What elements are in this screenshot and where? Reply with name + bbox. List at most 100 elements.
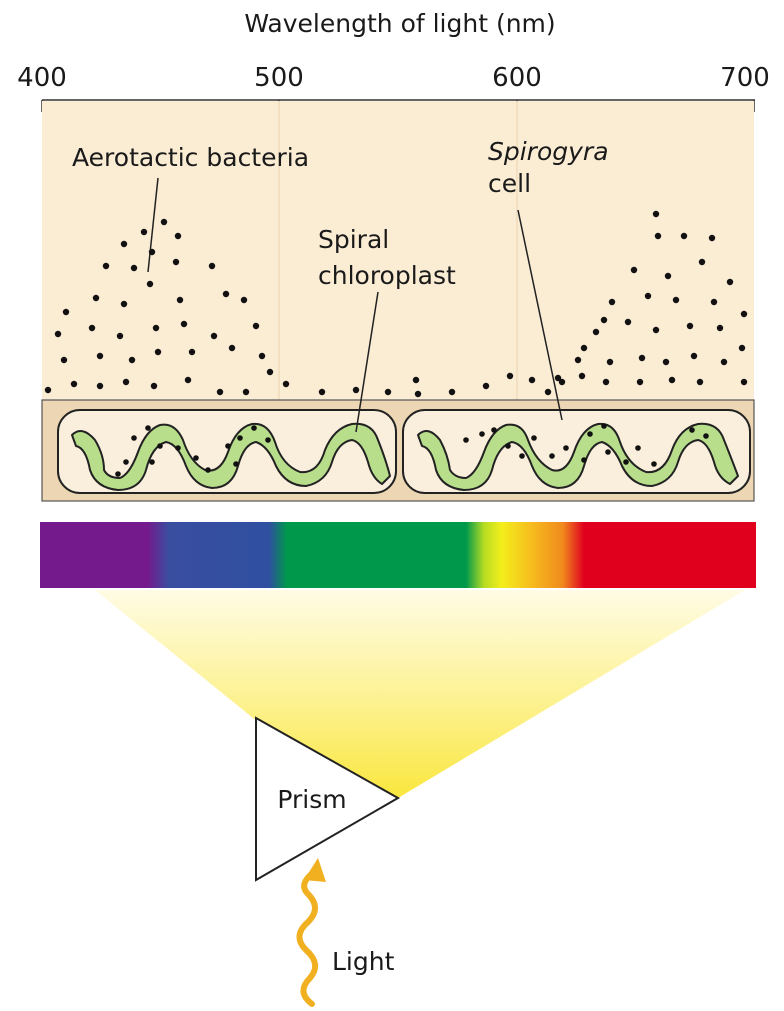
bacterium-dot [205,467,211,473]
label-prism: Prism [277,785,346,814]
bacterium-dot [703,433,709,439]
bacterium-dot [211,333,217,339]
bacterium-dot [699,259,705,265]
bacterium-dot [413,377,419,383]
bacterium-dot [681,233,687,239]
spirogyra-cell-left [58,410,396,493]
bacterium-dot [687,323,693,329]
bacterium-dot [45,387,51,393]
bacterium-dot [209,263,215,269]
bacterium-dot [669,377,675,383]
bacterium-dot [741,311,747,317]
bacterium-dot [739,345,745,351]
bacterium-dot [121,241,127,247]
bacterium-dot [665,273,671,279]
bacterium-dot [265,437,271,443]
bacterium-dot [601,423,607,429]
bacterium-dot [229,345,235,351]
bacterium-dot [531,435,537,441]
bacterium-dot [233,461,239,467]
bacterium-dot [575,357,581,363]
bacterium-dot [123,459,129,465]
bacterium-dot [123,379,129,385]
bacterium-dot [479,431,485,437]
bacterium-dot [103,263,109,269]
bacterium-dot [559,379,565,385]
bacterium-dot [181,321,187,327]
bacterium-dot [623,459,629,465]
bacterium-dot [721,359,727,365]
bacterium-dot [709,235,715,241]
tick-label-400: 400 [17,63,67,93]
label-chloroplast: chloroplast [318,261,456,290]
bacterium-dot [319,389,325,395]
bacterium-dot [697,379,703,385]
bacterium-dot [267,369,273,375]
spectrum-bar [40,522,756,588]
bacterium-dot [463,437,469,443]
bacterium-dot [121,301,127,307]
bacterium-dot [491,427,497,433]
wavelength-axis: Wavelength of light (nm) 400 500 600 700 [17,9,770,112]
bacterium-dot [653,327,659,333]
bacterium-dot [71,381,77,387]
bacterium-dot [259,353,265,359]
bacterium-dot [193,455,199,461]
bacterium-dot [243,389,249,395]
bacterium-dot [563,445,569,451]
bacterium-dot [283,381,289,387]
bacterium-dot [117,333,123,339]
bacterium-dot [141,229,147,235]
bacterium-dot [153,325,159,331]
bacterium-dot [711,299,717,305]
bacterium-dot [741,379,747,385]
bacterium-dot [115,471,121,477]
bacterium-dot [603,379,609,385]
bacterium-dot [175,233,181,239]
bacterium-dot [689,427,695,433]
bacterium-dot [663,359,669,365]
bacterium-dot [175,445,181,451]
bacterium-dot [251,425,257,431]
bacterium-dot [161,219,167,225]
bacterium-dot [593,329,599,335]
bacterium-dot [55,331,61,337]
bacterium-dot [157,443,163,449]
bacterium-dot [483,383,489,389]
bacterium-dot [645,293,651,299]
label-aerotactic-bacteria: Aerotactic bacteria [72,143,309,172]
bacterium-dot [673,297,679,303]
bacterium-dot [131,265,137,271]
bacterium-dot [151,383,157,389]
light-arrow [299,872,315,1004]
bacterium-dot [579,373,585,379]
bacterium-dot [691,353,697,359]
bacterium-dot [635,445,641,451]
bacterium-dot [581,345,587,351]
bacterium-dot [353,387,359,393]
bacterium-dot [655,233,661,239]
bacterium-dot [581,457,587,463]
axis-title: Wavelength of light (nm) [244,9,555,38]
bacterium-dot [653,211,659,217]
bacterium-dot [601,317,607,323]
bacterium-dot [149,249,155,255]
bacterium-dot [61,357,67,363]
bacterium-dot [415,391,421,397]
light-beam [95,590,745,798]
bacterium-dot [89,325,95,331]
bacterium-dot [129,357,135,363]
bacterium-dot [217,389,223,395]
bacterium-dot [149,459,155,465]
bacterium-dot [177,297,183,303]
bacterium-dot [607,359,613,365]
bacterium-dot [631,267,637,273]
bacterium-dot [147,281,153,287]
bacterium-dot [131,435,137,441]
bacterium-dot [449,389,455,395]
bacterium-dot [505,443,511,449]
bacterium-dot [63,309,69,315]
spirogyra-cell-right [403,410,750,493]
bacterium-dot [587,431,593,437]
